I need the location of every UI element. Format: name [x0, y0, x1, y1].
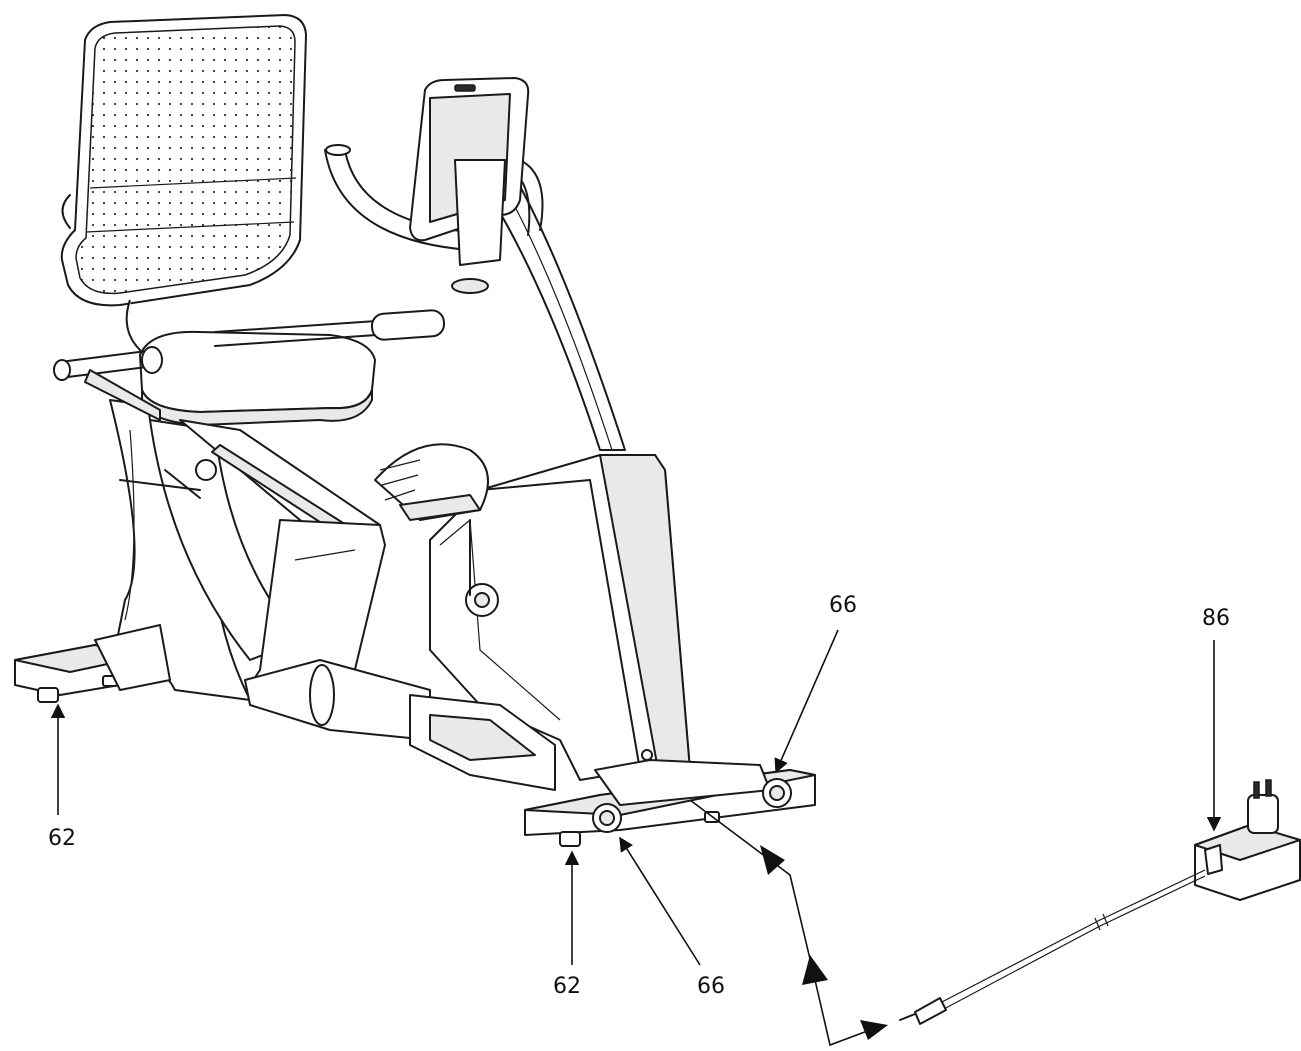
main-beam — [244, 659, 431, 741]
seat — [53, 299, 446, 426]
rear-frame — [109, 399, 301, 701]
power-adapter — [1194, 779, 1301, 901]
power-routing-arrows — [689, 799, 888, 1047]
transport-wheel-right — [762, 778, 792, 808]
power-cable — [939, 869, 1206, 1011]
callout-86-power-adapter: 86 — [1202, 606, 1230, 631]
callout-62-rear-foot: 62 — [48, 826, 76, 851]
callout-66-rear-wheel: 66 — [829, 593, 857, 618]
console — [409, 77, 530, 266]
front-housing — [409, 454, 691, 791]
power-plug — [899, 997, 947, 1025]
callout-62-front-foot: 62 — [553, 974, 581, 999]
transport-wheel-left — [592, 803, 622, 833]
seat-backrest — [60, 14, 307, 307]
pedals — [374, 443, 489, 596]
seat-slider-rail — [119, 419, 386, 701]
callout-66-front-wheel: 66 — [697, 974, 725, 999]
rear-left-foot — [14, 624, 171, 703]
leader-lines — [50, 629, 1222, 966]
